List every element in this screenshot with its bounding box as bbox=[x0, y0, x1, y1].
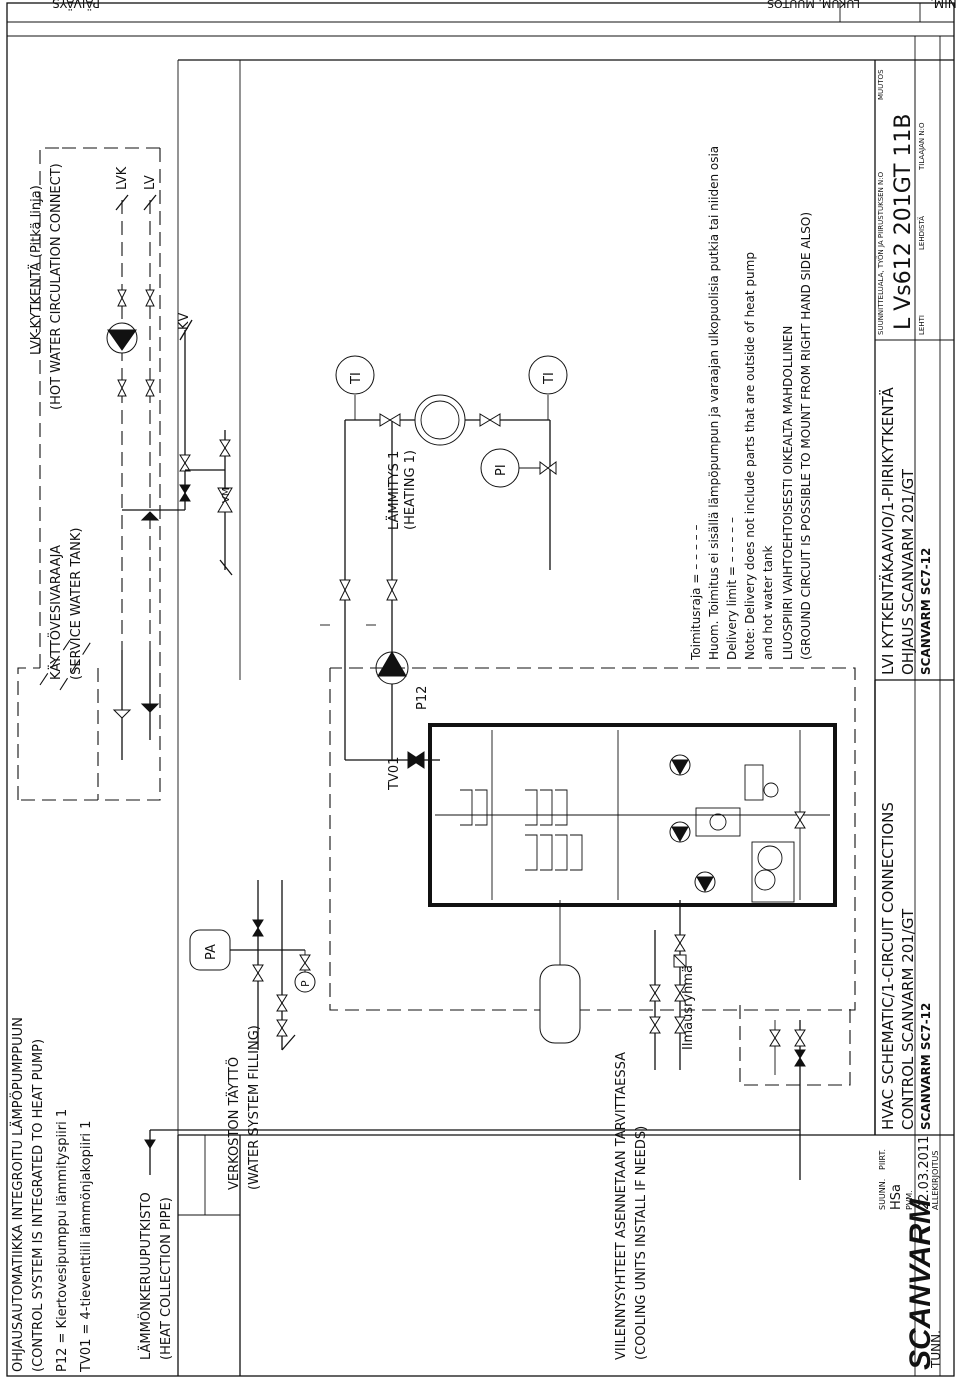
cooling-label-fi: VIILENNYSYHTEET ASENNETAAN TARVITTAESSA bbox=[614, 1052, 629, 1360]
revision-header-tunn: TUNN. bbox=[929, 1330, 943, 1369]
cold-water-line bbox=[122, 319, 233, 576]
cooling-label-en: (COOLING UNITS INSTALL IF NEEDS) bbox=[634, 1126, 649, 1360]
suunn-label: SUUNN. bbox=[878, 1179, 887, 1210]
venting-group bbox=[539, 900, 687, 1070]
heating-circuit-1 bbox=[320, 355, 568, 769]
title-en-line-2: CONTROL SCANVARM 201/GT bbox=[899, 908, 917, 1130]
lehdista-label: LEHDISTÄ bbox=[917, 216, 926, 250]
pvm-value: 22.03.2011 bbox=[917, 1136, 932, 1210]
scanvarm-logo: SCANVARM bbox=[904, 1198, 937, 1370]
note-line-4: TV01 = 4-tieventtiili lämmönjakopiiri 1 bbox=[79, 1121, 94, 1373]
title-fi-line-2: OHJAUS SCANVARM 201/GT bbox=[899, 468, 917, 675]
revision-header-nim: NIM. bbox=[930, 0, 957, 10]
p-label: P bbox=[299, 980, 312, 987]
circulation-pump-lvk bbox=[106, 322, 138, 354]
title-en-line-1: HVAC SCHEMATIC/1-CIRCUIT CONNECTIONS bbox=[879, 802, 897, 1130]
piirt-label: PIIRT. bbox=[878, 1149, 887, 1170]
heat-pump-unit bbox=[428, 723, 837, 907]
venting-label: Ilmausryhmä bbox=[681, 965, 696, 1050]
filling-label-en: (WATER SYSTEM FILLING) bbox=[247, 1025, 262, 1190]
vm-label: VM bbox=[221, 488, 232, 503]
delivery-note-2: and hot water tank bbox=[761, 545, 775, 660]
muutos-label: MUUTOS bbox=[877, 69, 885, 100]
lvk-label-fi: LVK-KYTKENTÄ (Pitkä linja) bbox=[28, 185, 44, 355]
delivery-limit-en: Delivery limit = – – – – – bbox=[725, 517, 739, 660]
notes-block: OHJAUSAUTOMATIIKKA INTEGROITU LÄMPÖPUMPP… bbox=[9, 1017, 94, 1373]
hot-water-lines bbox=[115, 194, 157, 760]
ti-label-1: TI bbox=[349, 372, 364, 385]
suunn-value: HSa bbox=[889, 1184, 904, 1210]
delivery-note-1: Note: Delivery does not include parts th… bbox=[743, 252, 757, 660]
lvk-label-en: (HOT WATER CIRCULATION CONNECT) bbox=[49, 163, 64, 410]
kv-label: KV bbox=[177, 312, 192, 330]
logo-text: SCANVARM bbox=[904, 1198, 937, 1370]
tv01-label: TV01 bbox=[387, 757, 402, 791]
delivery-limit-box bbox=[329, 667, 856, 1086]
note-line-1: OHJAUSAUTOMATIIKKA INTEGROITU LÄMPÖPUMPP… bbox=[9, 1017, 26, 1372]
pa-label: PA bbox=[204, 944, 219, 960]
note-line-3: P12 = Kiertovesipumppu lämmityspiiri 1 bbox=[55, 1109, 70, 1372]
revision-header-lukum-muutos: LUKUM. MUUTOS bbox=[767, 0, 860, 10]
ground-circuit-fi: LIUOSPIIRI VAIHTOEHTOISESTI OIKEALTA MAH… bbox=[781, 326, 795, 660]
title-fi-line-3: SCANVARM SC7-12 bbox=[919, 548, 933, 675]
lvk-line-label: LVK bbox=[115, 166, 130, 190]
service-tank-label-en: (SERVICE WATER TANK) bbox=[69, 527, 84, 680]
drawing-border bbox=[6, 2, 955, 1377]
heating-label-en: (HEATING 1) bbox=[403, 450, 418, 530]
revision-header-date: PÄIVÄYS bbox=[52, 0, 100, 11]
lv-line-label: LV bbox=[143, 175, 158, 190]
ground-circuit-en: (GROUND CIRCUIT IS POSSIBLE TO MOUNT FRO… bbox=[799, 212, 813, 660]
lehti-label: LEHTI bbox=[918, 315, 926, 335]
valves-lvk bbox=[112, 289, 160, 719]
tilaajan-label: TILAAJAN N:O bbox=[918, 122, 926, 171]
title-fi-line-1: LVI KYTKENTÄKAAVIO/1-PIIRIKYTKENTÄ bbox=[878, 386, 897, 675]
heating-label-fi: LÄMMITYS 1 bbox=[386, 451, 402, 530]
title-block bbox=[177, 59, 954, 1376]
service-water-tank-box bbox=[17, 147, 161, 801]
cooling-connections bbox=[769, 1020, 806, 1180]
collection-label-fi: LÄMMÖNKERUUPUTKISTO bbox=[137, 1192, 154, 1360]
revision-table: NIM. PÄIVÄYS TUNN. bbox=[7, 0, 957, 1369]
expansion-vessel bbox=[189, 880, 316, 1051]
pvm-label: PVM. bbox=[905, 1190, 914, 1210]
title-en-line-3: SCANVARM SC7-12 bbox=[919, 1003, 933, 1130]
ti-label-2: TI bbox=[542, 372, 557, 385]
service-tank-label-fi: KÄYTTÖVESIVARAAJA bbox=[47, 545, 64, 680]
pi-label: PI bbox=[494, 464, 509, 476]
delivery-huom: Huom. Toimitus ei sisällä lämpöpumpun ja… bbox=[707, 146, 721, 660]
drawing-number: L Vs612 201GT 11B bbox=[891, 113, 916, 330]
suunnitteluala-label: SUUNNITTELUALA, TYÖN JA PIIRUSTUKSEN N:O bbox=[876, 171, 885, 335]
delivery-limit-fi: Toimitusraja = – – – – – bbox=[689, 525, 703, 661]
p12-label: P12 bbox=[415, 686, 430, 710]
heat-collection-pipe bbox=[144, 1129, 800, 1175]
filling-label-fi: VERKOSTON TÄYTTÖ bbox=[225, 1057, 242, 1190]
delivery-notes: Toimitusraja = – – – – – Huom. Toimitus … bbox=[689, 146, 813, 661]
allekirjoitus-label: ALLEKIRJOITUS bbox=[931, 1151, 940, 1210]
note-line-2: (CONTROL SYSTEM IS INTEGRATED TO HEAT PU… bbox=[31, 1039, 46, 1372]
collection-label-en: (HEAT COLLECTION PIPE) bbox=[159, 1197, 174, 1360]
